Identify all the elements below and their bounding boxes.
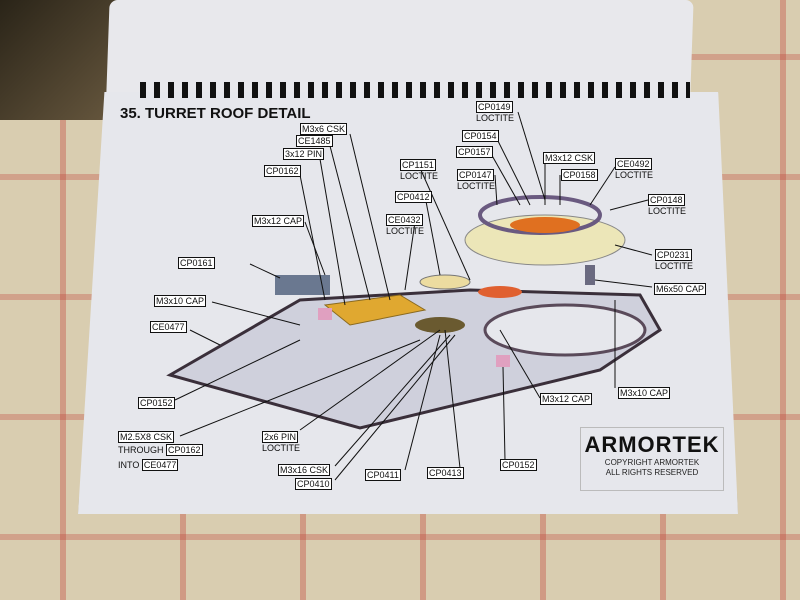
label-ce0477: CE0477: [150, 321, 187, 333]
label-3x12-pin: 3x12 PIN: [283, 148, 325, 160]
label-m3x12-csk: M3x12 CSK: [543, 152, 596, 164]
label-m3x12-cap-right: M3x12 CAP: [540, 393, 593, 405]
label-m3x10-cap-left: M3x10 CAP: [154, 295, 207, 307]
spiral-binding: [140, 82, 690, 98]
label-cp0413: CP0413: [427, 467, 464, 479]
cp0412-disc: [419, 274, 471, 290]
m6x50-bolt: [585, 265, 595, 285]
copyright-line-2: ALL RIGHTS RESERVED: [605, 468, 699, 477]
label-cp0161: CP0161: [178, 257, 215, 269]
label-m25x8-csk: M2.5X8 CSK: [118, 431, 175, 443]
label-m3x12-cap-left: M3x12 CAP: [252, 215, 305, 227]
label-through: THROUGH CP0162: [118, 444, 203, 456]
label-m3x10-cap-right: M3x10 CAP: [618, 387, 671, 399]
page-title: 35. TURRET ROOF DETAIL: [120, 105, 311, 122]
hatch: [323, 294, 427, 326]
label-cp0412: CP0412: [395, 191, 432, 203]
label-m3x16-csk: M3x16 CSK: [278, 464, 331, 476]
label-ce1485: CE1485: [296, 135, 333, 147]
copyright-line-1: COPYRIGHT ARMORTEK: [604, 458, 700, 467]
periscope-block: [275, 275, 330, 295]
armortek-logo: ARMORTEK: [584, 432, 720, 457]
label-into: INTO CE0477: [118, 459, 179, 471]
orange-plate: [478, 286, 522, 298]
cupola-orange: [510, 217, 580, 233]
leader-lines: [174, 111, 653, 481]
label-cp0162: CP0162: [264, 165, 301, 177]
label-m3x6-csk: M3x6 CSK: [300, 123, 348, 135]
label-cp0152-right: CP0152: [500, 459, 537, 471]
cupola-ring: [478, 195, 602, 235]
cp0152-bush: [496, 355, 510, 367]
label-cp0157: CP0157: [456, 146, 493, 158]
cp0162-bush: [318, 308, 332, 320]
brand-block: ARMORTEK COPYRIGHT ARMORTEK ALL RIGHTS R…: [580, 427, 724, 491]
turret-ring-opening: [483, 303, 647, 357]
label-cp0154: CP0154: [462, 130, 499, 142]
label-cp0411: CP0411: [365, 469, 401, 481]
label-cp0410: CP0410: [295, 478, 332, 490]
label-m6x50-cap: M6x50 CAP: [654, 283, 707, 295]
label-cp0158: CP0158: [561, 169, 598, 181]
hatch-mechanism: [415, 317, 465, 333]
label-cp0152-left: CP0152: [138, 397, 175, 409]
